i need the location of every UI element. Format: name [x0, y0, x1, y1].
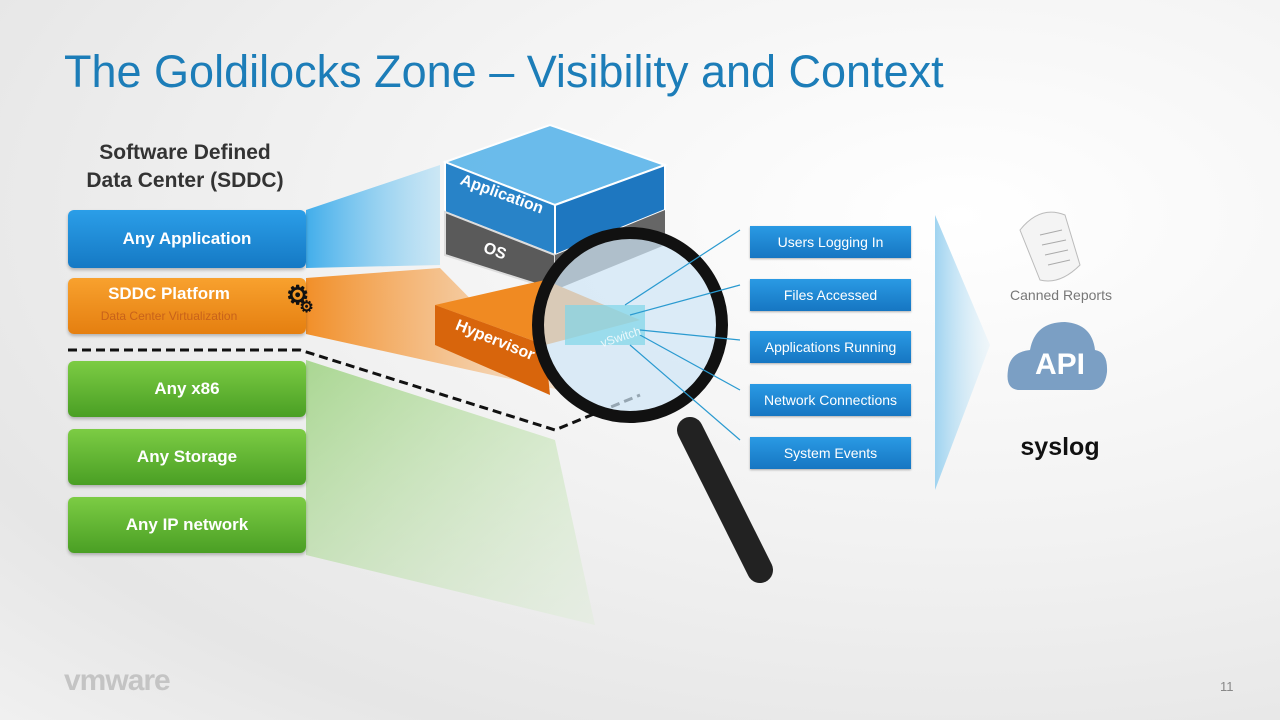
sddc-heading-line2: Data Center (SDDC) — [86, 169, 284, 192]
gears-icon: ⚙⚙ — [286, 280, 314, 316]
output-arrow — [935, 215, 990, 490]
event-files-accessed: Files Accessed — [750, 279, 911, 311]
page-number: 11 — [1220, 679, 1234, 694]
sddc-platform-box: SDDC Platform Data Center Virtualization… — [68, 278, 314, 334]
vswitch-box — [565, 305, 645, 345]
sddc-heading: Software Defined Data Center (SDDC) — [60, 139, 310, 195]
hypervisor-front — [435, 305, 550, 395]
slide-title: The Goldilocks Zone – Visibility and Con… — [64, 46, 944, 97]
event-network-connections: Network Connections — [750, 384, 911, 416]
app-projection — [306, 165, 440, 268]
event-system-events: System Events — [750, 437, 911, 469]
canned-reports-icon — [1019, 211, 1081, 282]
api-label: API — [1034, 348, 1085, 381]
hardware-projection — [306, 360, 595, 625]
any-application-box: Any Application — [68, 210, 306, 268]
magnifier-handle — [677, 417, 773, 583]
any-x86-box: Any x86 — [68, 361, 306, 417]
vmware-logo: vmware — [64, 664, 171, 697]
divider-dashed-line — [68, 348, 641, 432]
event-users-logging-in: Users Logging In — [750, 226, 911, 258]
sddc-heading-line1: Software Defined — [99, 141, 271, 164]
callout-lines — [624, 229, 741, 441]
sddc-platform-label: SDDC Platform — [108, 284, 230, 303]
sddc-platform-sublabel: Data Center Virtualization — [100, 309, 238, 323]
event-applications-running: Applications Running — [750, 331, 911, 363]
syslog-label: syslog — [1020, 433, 1100, 461]
any-ip-network-box: Any IP network — [68, 497, 306, 553]
canned-reports-label: Canned Reports — [1010, 287, 1112, 303]
api-cloud-icon — [1007, 322, 1108, 390]
any-storage-box: Any Storage — [68, 429, 306, 485]
